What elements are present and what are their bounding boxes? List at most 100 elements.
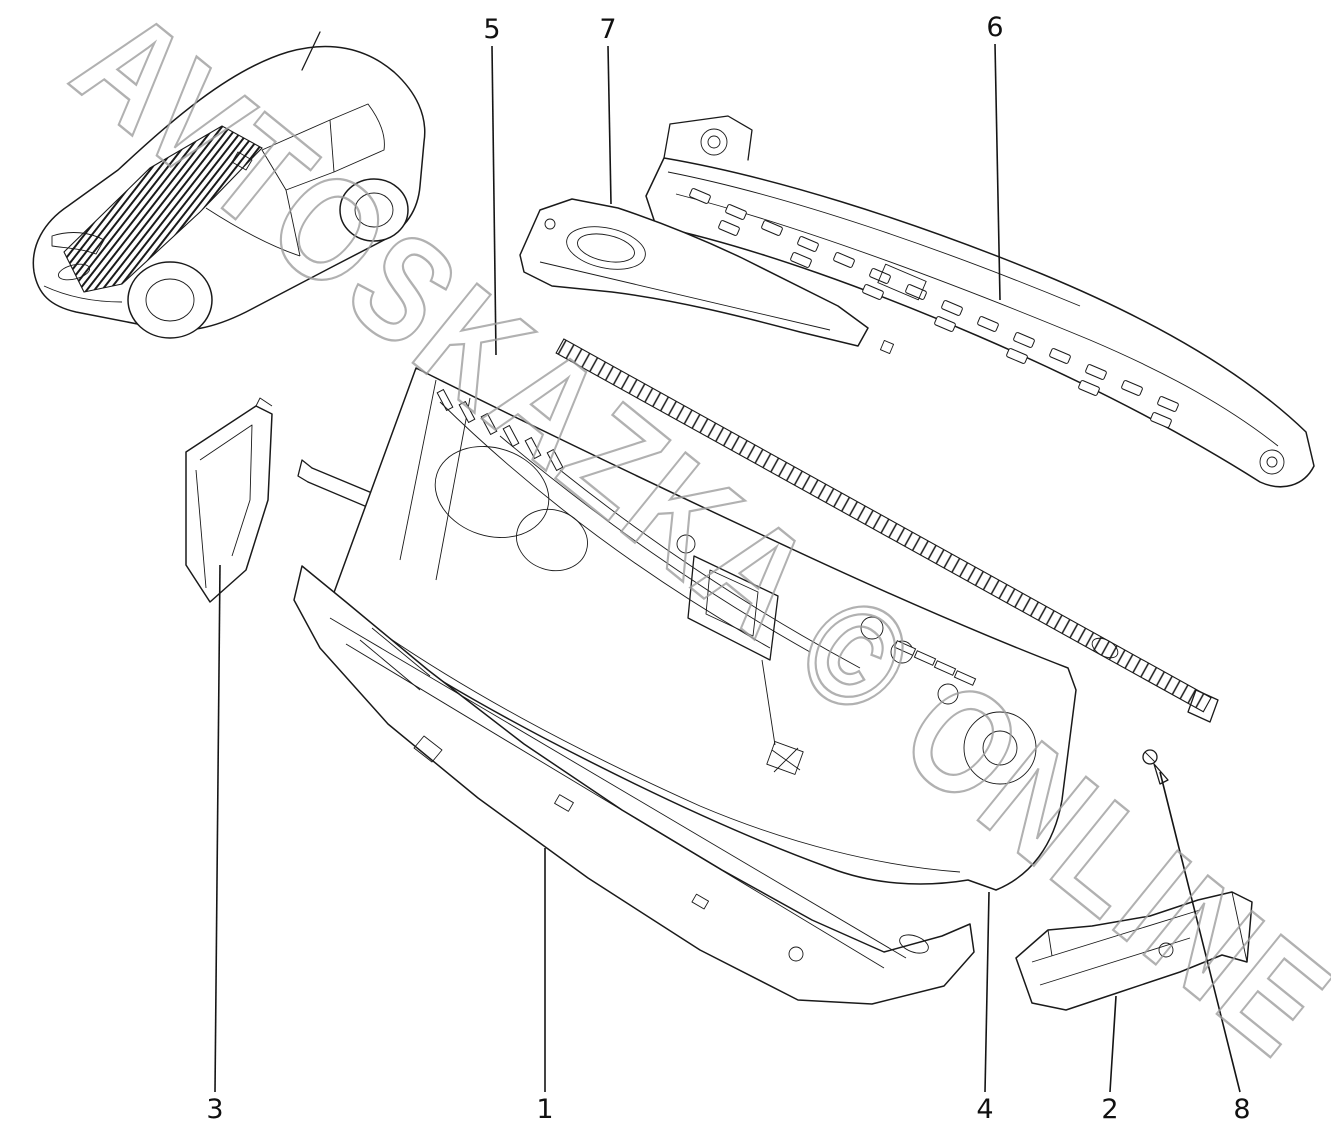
dash-flow-line-2 (499, 435, 811, 653)
leader-lines (214, 43, 1241, 1093)
screw-tip (1153, 763, 1169, 785)
part-lower-crossmember (293, 565, 975, 1005)
support-bracket-outline (1015, 891, 1253, 1011)
seal-strip-right-tip (1187, 689, 1219, 723)
vent-panel-fold-line-2 (667, 171, 1081, 307)
crossmember-outline (293, 565, 975, 1005)
side-panel-hole (544, 218, 556, 230)
leader-line-4 (984, 891, 990, 1093)
corner-bracket-inner-fold (199, 424, 253, 557)
vent-slots-row-1 (689, 188, 1179, 412)
vehicle-thumbnail (32, 31, 426, 339)
seal-strip-oval-hole (1091, 637, 1119, 659)
car-side-windows (261, 103, 385, 191)
car-front-wheel (127, 261, 213, 339)
support-bracket-tab-line (1047, 929, 1053, 957)
callout-4: 4 (976, 1094, 993, 1125)
part-cowl-seal-strip (555, 338, 1219, 723)
crossmember-oval-hole (899, 934, 929, 954)
leader-line-3 (214, 564, 221, 1093)
side-panel-oval-opening (566, 226, 646, 270)
car-grille-badge (57, 263, 91, 281)
dash-column-ring-outer (963, 711, 1037, 785)
callout-7: 7 (599, 14, 616, 45)
dash-tunnel-opening (687, 555, 779, 661)
leader-line-6 (994, 43, 1001, 301)
vent-panel-left-grommet (700, 128, 728, 156)
part-cowl-top-vent-panel (645, 115, 1315, 488)
part-screw-fastener (1142, 749, 1169, 785)
dash-booster-hole-1 (860, 616, 884, 640)
dash-lower-bracket-cross (771, 747, 801, 773)
vent-panel-square-hole (879, 339, 895, 355)
vent-slots-row-2 (718, 220, 1172, 428)
dash-pressing-arc-1 (434, 446, 550, 538)
crossmember-channel-line-1 (329, 617, 907, 959)
car-cowl-hatched-area (63, 125, 263, 293)
callout-6: 6 (986, 12, 1003, 43)
vent-panel-right-grommet-inner (1266, 456, 1278, 468)
callout-5: 5 (483, 14, 500, 45)
dash-hole-right (937, 683, 959, 705)
callout-8: 8 (1233, 1094, 1250, 1125)
leader-line-7 (607, 45, 612, 205)
crossmember-left-bracket-lines (359, 627, 431, 691)
leader-line-8 (1159, 771, 1241, 1093)
dash-panel-outline (331, 367, 1077, 891)
side-panel-fold-line (539, 261, 831, 331)
car-door-line-2 (285, 189, 301, 257)
car-roof-marker-line (301, 31, 321, 71)
part-support-bracket-right (1015, 891, 1253, 1011)
vent-panel-latch-opening (877, 263, 927, 301)
callout-3: 3 (206, 1094, 223, 1125)
callout-2: 2 (1101, 1094, 1118, 1125)
support-bracket-flange (1231, 891, 1248, 963)
car-rear-wheel (339, 178, 409, 242)
vent-panel-left-grommet-inner (707, 135, 721, 149)
callout-1: 1 (536, 1094, 553, 1125)
vent-panel-right-grommet (1259, 449, 1285, 475)
crossmember-slot-1 (554, 794, 574, 812)
part-cowl-side-panel (519, 198, 869, 347)
side-panel-outline (519, 198, 869, 347)
dash-pressing-arc-2 (516, 508, 588, 572)
crossmember-slot-2 (691, 893, 710, 910)
dash-column-ring-inner (982, 730, 1018, 766)
crossmember-tab (413, 735, 443, 763)
support-bracket-fold-1 (1031, 909, 1201, 963)
car-rear-wheel-rim (354, 192, 394, 228)
car-window-divider (329, 119, 335, 173)
screw-head (1142, 749, 1158, 765)
dash-right-slots (893, 640, 977, 686)
corner-bracket-edge-line (195, 469, 207, 589)
corner-bracket-top-notch (255, 397, 273, 407)
seal-strip-band (555, 338, 1212, 713)
dash-bracket-stem (761, 659, 776, 746)
screw-slot (1144, 751, 1156, 763)
frame-rail-left-tip (297, 459, 313, 483)
support-bracket-fold-2 (1039, 937, 1191, 986)
dash-tower-fold-1 (399, 379, 437, 561)
support-bracket-hole (1158, 942, 1174, 958)
dash-tunnel-inner (705, 569, 759, 637)
part-dash-panel-assembly (331, 367, 1077, 891)
car-headlight (51, 232, 105, 255)
vent-panel-fold-line (675, 193, 1279, 447)
crossmember-channel-line-2 (345, 643, 885, 969)
crossmember-round-hole (788, 946, 804, 962)
side-panel-oval-opening-inner (577, 233, 635, 263)
callout-labels: 5 7 6 3 1 4 2 8 (206, 12, 1250, 1125)
dash-bottom-inner-edge (351, 611, 961, 873)
dash-lower-bracket (766, 741, 804, 775)
dash-flow-line-3 (559, 469, 861, 669)
dash-hole-small (676, 534, 696, 554)
vent-panel-left-tab (663, 115, 753, 161)
leader-line-5 (491, 45, 497, 356)
car-mirror (231, 151, 253, 171)
car-front-wheel-rim (145, 278, 195, 322)
car-door-line (205, 207, 301, 257)
car-bumper-line (43, 285, 123, 303)
leader-line-2 (1109, 995, 1117, 1093)
